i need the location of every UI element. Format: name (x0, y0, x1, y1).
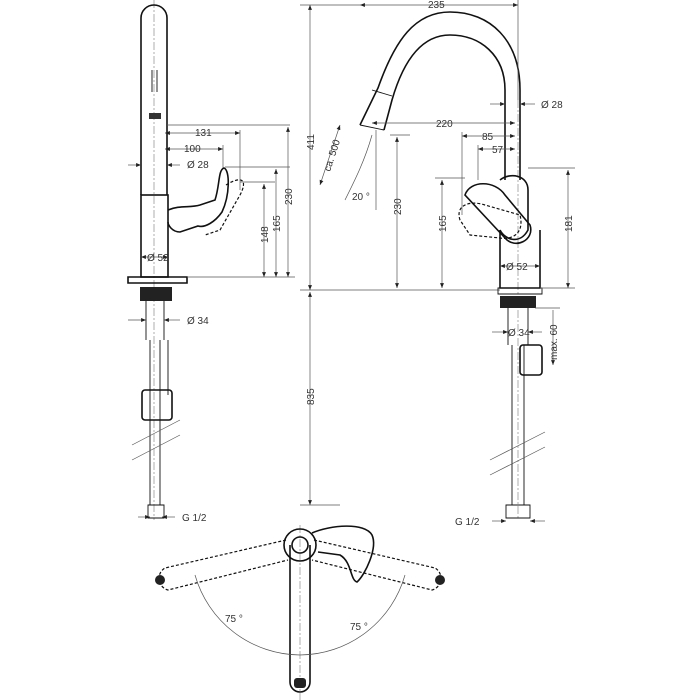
thread (140, 287, 172, 301)
dim-g12-front: G 1/2 (455, 517, 480, 528)
side-view-dimensions: 131 100 Ø 28 230 165 148 Ø 52 Ø 34 G 1/2 (128, 124, 295, 524)
body (140, 194, 169, 278)
dim-220: 220 (436, 119, 453, 130)
top-view-faucet: 75 ° 75 ° (155, 525, 445, 700)
dim-235: 235 (428, 0, 445, 11)
gooseneck-spout-inner (383, 34, 506, 180)
lever-handle-open-position (458, 202, 522, 240)
base-plate (127, 276, 188, 284)
thread (500, 296, 536, 308)
dim-100: 100 (184, 144, 201, 155)
body-top-view (283, 528, 317, 562)
lever-handle (464, 182, 532, 244)
dim-d34-side: Ø 34 (187, 316, 209, 327)
spray-head-outlet (149, 113, 161, 119)
dim-ca500: ca. 500 (322, 138, 343, 173)
dim-d52-side: Ø 52 (147, 253, 169, 264)
dim-411: 411 (306, 134, 317, 150)
dim-20deg: 20 ° (352, 192, 370, 203)
dim-d34-front: Ø 34 (508, 328, 530, 339)
dim-835: 835 (306, 388, 317, 405)
side-view-faucet (127, 0, 245, 520)
dim-165-side: 165 (272, 215, 283, 232)
front-view-dimensions: 235 Ø 28 220 85 57 ca. 500 20 ° 230 165 … (319, 0, 575, 528)
overall-dimensions: 411 835 (300, 4, 500, 506)
dim-230-side: 230 (284, 188, 295, 205)
angle-right: 75 ° (350, 622, 368, 633)
dim-max60: max. 60 (549, 324, 560, 360)
gooseneck-spout-outer (359, 11, 521, 180)
dim-148: 148 (260, 226, 271, 243)
dim-d28-front: Ø 28 (541, 100, 563, 111)
spout-swivel-right (311, 539, 442, 591)
spout-top-view (289, 545, 311, 693)
lever-handle (167, 167, 230, 233)
angle-left: 75 ° (225, 614, 243, 625)
dim-d52-front: Ø 52 (506, 262, 528, 273)
dim-g12-side: G 1/2 (182, 513, 207, 524)
lever-handle-top (311, 525, 375, 583)
dim-131: 131 (195, 128, 212, 139)
lever-handle-open-position (204, 179, 245, 236)
dim-181: 181 (564, 215, 575, 232)
dim-d28-side: Ø 28 (187, 160, 209, 171)
spout-swivel-left (158, 539, 289, 591)
check-valve-box (141, 389, 173, 421)
front-view-faucet (359, 11, 546, 520)
dim-85: 85 (482, 132, 494, 143)
dim-57: 57 (492, 145, 504, 156)
spout-tube (140, 4, 168, 195)
dim-230-front: 230 (393, 198, 404, 215)
check-valve-box (519, 344, 543, 376)
dim-165-front: 165 (438, 215, 449, 232)
